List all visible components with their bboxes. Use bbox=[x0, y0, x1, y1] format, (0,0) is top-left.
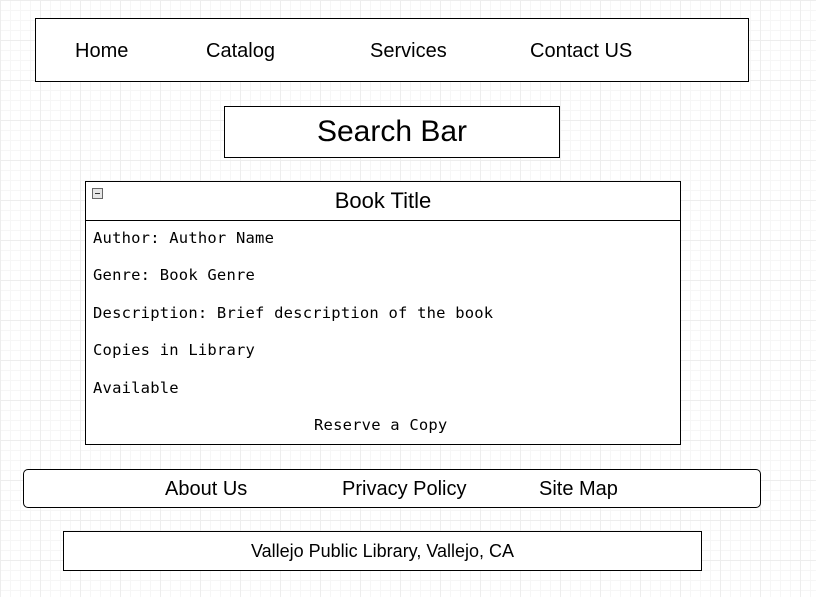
library-address: Vallejo Public Library, Vallejo, CA bbox=[250, 540, 515, 561]
address-footer: Vallejo Public Library, Vallejo, CA bbox=[63, 531, 702, 571]
search-bar[interactable]: Search Bar bbox=[224, 106, 560, 158]
footer-about-link[interactable]: About Us bbox=[165, 478, 248, 500]
book-author: Author: Author Name bbox=[93, 229, 275, 247]
nav-contact-link[interactable]: Contact US bbox=[530, 40, 633, 62]
book-card: Book Title Author: Author Name Genre: Bo… bbox=[85, 181, 681, 445]
book-card-header: Book Title bbox=[86, 182, 680, 221]
book-availability: Available bbox=[93, 379, 179, 397]
reserve-copy-button[interactable]: Reserve a Copy bbox=[314, 416, 448, 434]
book-title: Book Title bbox=[334, 188, 432, 213]
nav-home-link[interactable]: Home bbox=[75, 40, 129, 62]
book-description: Description: Brief description of the bo… bbox=[93, 304, 494, 322]
search-bar-label: Search Bar bbox=[316, 115, 468, 148]
top-navigation: Home Catalog Services Contact US bbox=[35, 18, 749, 82]
nav-catalog-link[interactable]: Catalog bbox=[206, 40, 275, 62]
footer-navigation: About Us Privacy Policy Site Map bbox=[23, 469, 761, 508]
footer-privacy-link[interactable]: Privacy Policy bbox=[342, 478, 467, 500]
book-genre: Genre: Book Genre bbox=[93, 266, 256, 284]
footer-sitemap-link[interactable]: Site Map bbox=[539, 478, 618, 500]
nav-services-link[interactable]: Services bbox=[370, 40, 447, 62]
minus-square-icon[interactable] bbox=[92, 188, 103, 199]
book-copies: Copies in Library bbox=[93, 341, 256, 359]
